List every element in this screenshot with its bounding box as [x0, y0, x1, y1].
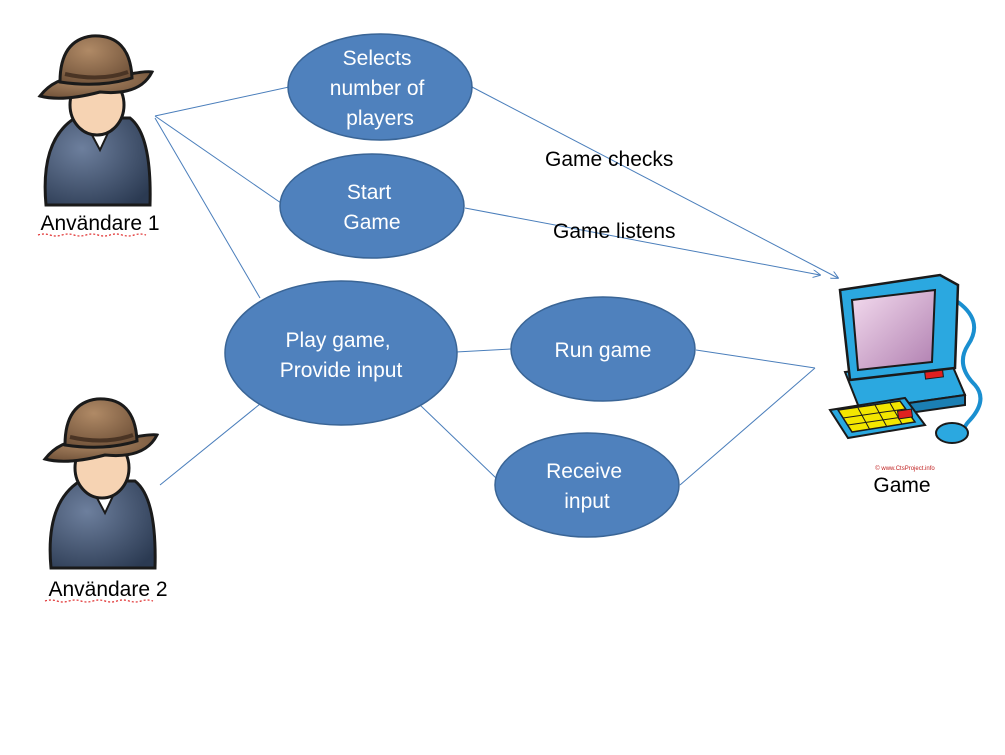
use-case-play-game-line-1: Play game, — [286, 329, 391, 352]
person-icon — [37, 34, 155, 207]
use-case-run-game-shape — [510, 296, 696, 402]
computer-icon — [828, 273, 983, 444]
connectors — [154, 86, 838, 486]
use-case-select-players-line-3: players — [346, 107, 414, 130]
use-case-receive-input-shape — [494, 432, 680, 538]
use-case-receive-input-line-1: Receive — [546, 460, 622, 483]
use-case-run-game: Run game — [510, 296, 696, 402]
line-user1-play — [154, 117, 261, 299]
edge-label-game-checks: Game checks — [545, 148, 673, 171]
use-case-receive-input-line-2: input — [564, 490, 610, 513]
svg-text:Receive input: Receive input — [546, 460, 628, 513]
line-run-computer — [695, 349, 816, 369]
svg-text:Play game, Provide input: Play game, Provide input — [280, 329, 403, 382]
svg-text:Start Game: Start Game — [343, 181, 400, 234]
use-case-play-game-shape — [224, 280, 458, 426]
use-case-select-players: Selects number of players — [287, 33, 473, 141]
line-play-receive — [419, 404, 497, 479]
use-case-start-game-line-1: Start — [347, 181, 392, 204]
system-label: Game — [873, 474, 930, 497]
line-select-game-arrow — [471, 86, 838, 278]
use-case-run-game-line-1: Run game — [555, 339, 652, 362]
use-case-play-game-line-2: Provide input — [280, 359, 403, 382]
actor-user1-label: Användare 1 — [40, 212, 159, 235]
line-start-game-arrow — [464, 207, 820, 275]
line-receive-computer — [679, 367, 816, 486]
computer-copyright: © www.CtsProject.info — [875, 465, 935, 472]
use-case-start-game: Start Game — [279, 153, 465, 259]
actor-user2: Användare 2 — [42, 397, 168, 603]
use-case-receive-input: Receive input — [494, 432, 680, 538]
person-icon — [42, 397, 160, 570]
use-case-select-players-shape — [287, 33, 473, 141]
actor-user1: Användare 1 — [37, 34, 160, 237]
line-play-run — [455, 348, 512, 353]
svg-text:Selects number of: Selects number of players — [330, 47, 430, 130]
use-case-select-players-line-1: Selects — [343, 47, 412, 70]
svg-text:Run game: Run game — [555, 339, 652, 362]
use-case-select-players-line-2: number of — [330, 77, 425, 100]
edge-label-game-listens: Game listens — [553, 220, 676, 243]
use-case-start-game-line-2: Game — [343, 211, 400, 234]
line-user1-start — [154, 115, 282, 204]
use-case-start-game-shape — [279, 153, 465, 259]
line-user1-select — [154, 86, 290, 117]
actor-user2-label: Användare 2 — [48, 578, 167, 601]
use-case-play-game: Play game, Provide input — [224, 280, 458, 426]
line-user2-play — [159, 403, 261, 486]
